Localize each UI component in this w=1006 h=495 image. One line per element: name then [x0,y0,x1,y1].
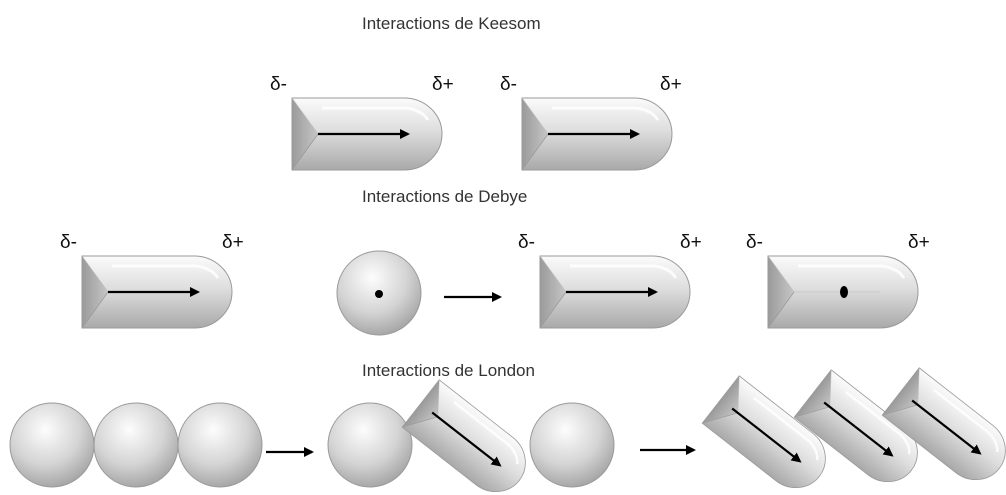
london-atom-3 [177,402,263,488]
debye-induced-dipole-positive-label: δ+ [908,232,930,253]
keesom-dipole-2 [520,96,674,172]
london-atom-1 [9,402,95,488]
debye-induced-dipole [766,254,920,330]
keesom-dipole-1-positive-label: δ+ [432,74,454,95]
keesom-dipole-1-negative-label: δ- [270,74,287,95]
debye-dipole-positive-label: δ+ [222,232,244,253]
debye-title: Interactions de Debye [362,187,528,206]
london-induced-dipole-2 [792,368,932,495]
london-induced-dipole-3 [880,366,1006,494]
london-title: Interactions de London [362,361,535,380]
debye-nonpolar-atom [336,250,422,336]
london-atom-2 [93,402,179,488]
debye-result-dipole-negative-label: δ- [518,232,535,253]
london-instant-dipole [400,378,540,495]
debye-dipole-negative-label: δ- [60,232,77,253]
debye-permanent-dipole [80,254,234,330]
keesom-dipole-2-positive-label: δ+ [660,74,682,95]
london-atom-4 [327,402,413,488]
debye-induced-dipole-negative-label: δ- [746,232,763,253]
keesom-dipole-1 [290,96,444,172]
debye-result-dipole [538,254,692,330]
keesom-title: Interactions de Keesom [362,14,541,33]
london-induced-dipole-1 [700,374,840,495]
london-atom-5 [529,402,615,488]
debye-result-dipole-positive-label: δ+ [680,232,702,253]
keesom-dipole-2-negative-label: δ- [500,74,517,95]
